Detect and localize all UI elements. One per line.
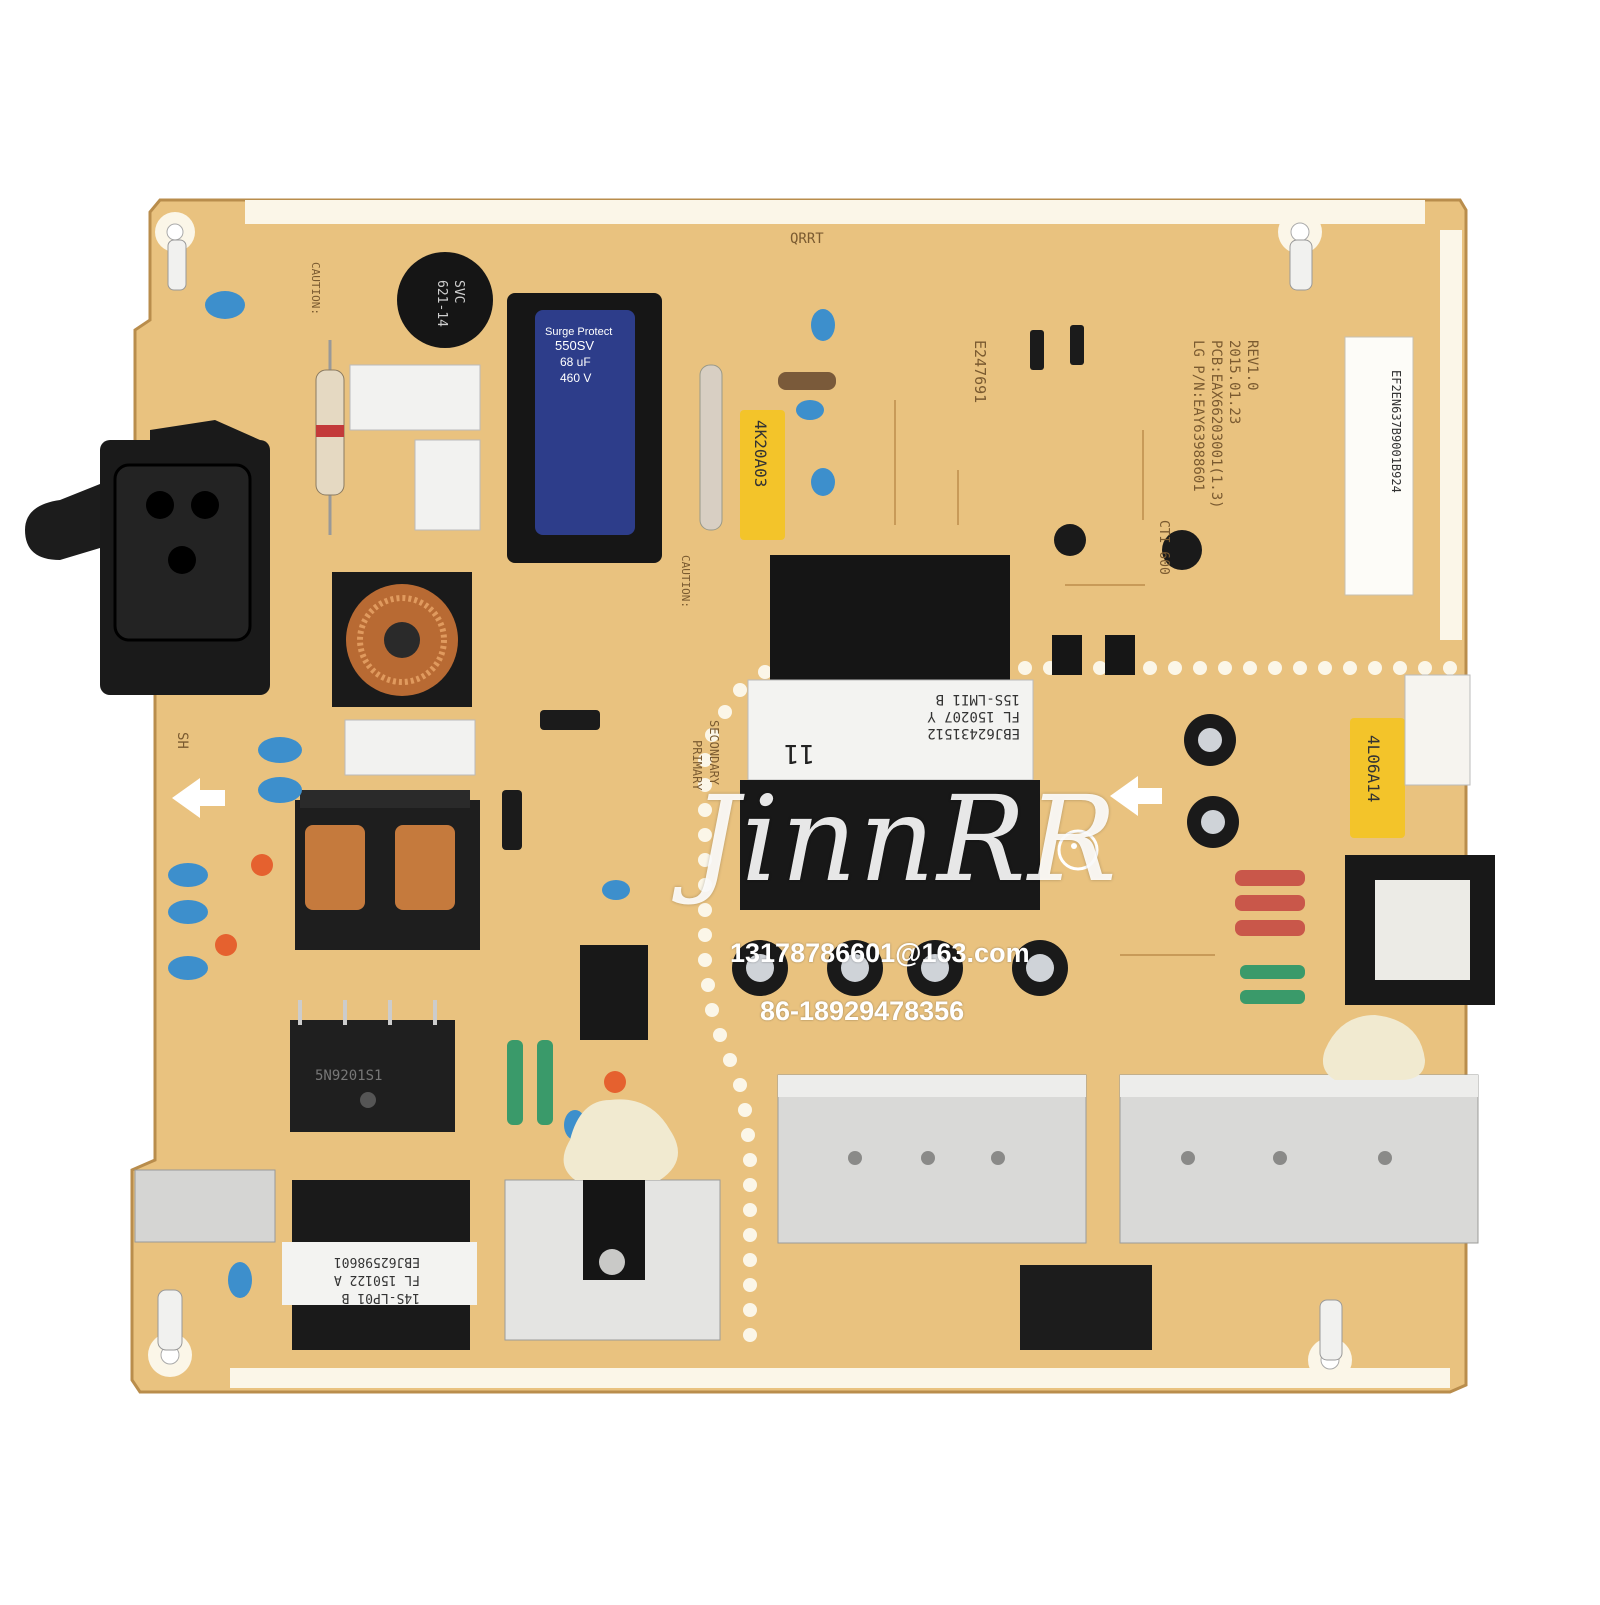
secondary-capacitors xyxy=(732,524,1239,996)
heatsink-left xyxy=(777,1074,1087,1244)
x-capacitor-3 xyxy=(344,719,476,776)
mounting-hole-top-right xyxy=(1278,210,1322,291)
mosfet-primary xyxy=(580,945,648,1040)
ac-power-inlet xyxy=(25,420,270,695)
resistor-r1 xyxy=(699,364,723,531)
optocoupler-1 xyxy=(1052,635,1082,675)
transformer-sb-line3: EBJ62598601 xyxy=(334,1254,420,1269)
transformer-main-line1: 15S-LMI1 B xyxy=(936,691,1020,707)
x-capacitor-2 xyxy=(414,439,481,531)
serial-sticker xyxy=(1344,336,1414,596)
board-lg-pn: LG P/N:EAY63988601 xyxy=(1190,340,1206,492)
board-ul-file: E247691 xyxy=(971,340,989,403)
board-date: 2015.01.23 xyxy=(1226,340,1242,424)
toroid-choke xyxy=(332,572,472,707)
auxiliary-transformer xyxy=(1345,855,1495,1005)
transformer-sb-line2: FL 150122 A xyxy=(334,1272,420,1287)
glue-blob-right xyxy=(1322,1015,1425,1080)
cap-series: 550SV xyxy=(555,338,594,353)
fuse xyxy=(315,340,345,535)
caution-secondary: CAUTION: xyxy=(679,555,692,608)
watermark-phone: 86-18929478356 xyxy=(760,996,965,1026)
arrow-left-2 xyxy=(1110,776,1162,816)
varistor-label-1: SVC xyxy=(451,280,466,303)
mounting-hole-bottom-right xyxy=(1308,1299,1352,1382)
heatsink-bottom xyxy=(504,1179,721,1341)
board-rating: CTI 600 xyxy=(1156,520,1171,575)
header-letters: QRRT xyxy=(790,231,824,247)
arrow-left-1 xyxy=(172,778,225,818)
ceramic-capacitors xyxy=(168,291,835,1298)
transformer-main-line3: EBJ62431512 xyxy=(927,725,1020,741)
label-secondary: SECONDARY xyxy=(707,720,721,786)
board-rev: REV1.0 xyxy=(1244,340,1260,391)
trace-marks xyxy=(894,400,1215,956)
cap-capacitance: 68 uF xyxy=(560,355,591,369)
bridge-label: 5N9201S1 xyxy=(315,1068,382,1084)
glue-blob-left xyxy=(563,1099,678,1180)
board-pcb: PCB:EAX66203001(1.3) xyxy=(1208,340,1224,509)
x-capacitor-1 xyxy=(349,364,481,431)
optocoupler-2 xyxy=(1105,635,1135,675)
common-mode-choke xyxy=(295,790,480,950)
mounting-hole-top-left xyxy=(155,212,195,291)
yellow-capacitor-4K20A03: 4K20A03 xyxy=(740,410,785,540)
silkscreen-border-bottom xyxy=(230,1368,1450,1388)
main-transformer: 15S-LMI1 B FL 150207 Y EBJ62431512 11 xyxy=(740,555,1040,910)
diodes xyxy=(502,325,1084,850)
cap-voltage: 460 V xyxy=(560,371,591,385)
board-serial: EF2EN637B9001B924 xyxy=(1389,370,1403,493)
yellow-cap-1-label: 4K20A03 xyxy=(751,420,770,487)
silkscreen-border-top xyxy=(245,200,1425,224)
resistor-r2 xyxy=(778,372,836,390)
transformer-main-mark: 11 xyxy=(784,738,815,768)
varistor-label-2: 621-14 xyxy=(434,280,449,327)
mounting-hole-bottom-left xyxy=(148,1289,192,1377)
yellow-capacitor-4L06A14: 4L06A14 xyxy=(1350,718,1405,838)
standby-transformer: EBJ62598601 FL 150122 A 14S-LP01 B xyxy=(282,1180,477,1350)
label-sh: SH xyxy=(174,732,190,749)
label-primary: PRIMARY xyxy=(690,740,704,791)
output-connector xyxy=(1404,674,1471,786)
resistor-bank xyxy=(507,870,1305,1125)
watermark-title: JinnRR xyxy=(692,770,1119,908)
transformer-sb-line1: 14S-LP01 B xyxy=(342,1290,420,1305)
lg-logo xyxy=(1057,829,1099,871)
transformer-main-line2: FL 150207 Y xyxy=(927,708,1020,724)
bottom-connector xyxy=(1020,1265,1152,1350)
silkscreen-border-right xyxy=(1440,230,1462,640)
varistor: SVC 621-14 xyxy=(397,252,493,348)
cap-brand: Surge Protect xyxy=(545,326,612,338)
yellow-cap-2-label: 4L06A14 xyxy=(1364,735,1383,802)
main-electrolytic-capacitor: Surge Protect 550SV 68 uF 460 V xyxy=(507,293,662,563)
x-capacitor-4 xyxy=(134,1169,276,1243)
caution-primary: CAUTION: xyxy=(309,262,322,315)
watermark-email: 13178786601@163.com xyxy=(730,938,1030,968)
orange-capacitors xyxy=(215,854,626,1093)
bridge-rectifier: 5N9201S1 xyxy=(290,1000,455,1132)
heatsink-right xyxy=(1119,1074,1479,1244)
